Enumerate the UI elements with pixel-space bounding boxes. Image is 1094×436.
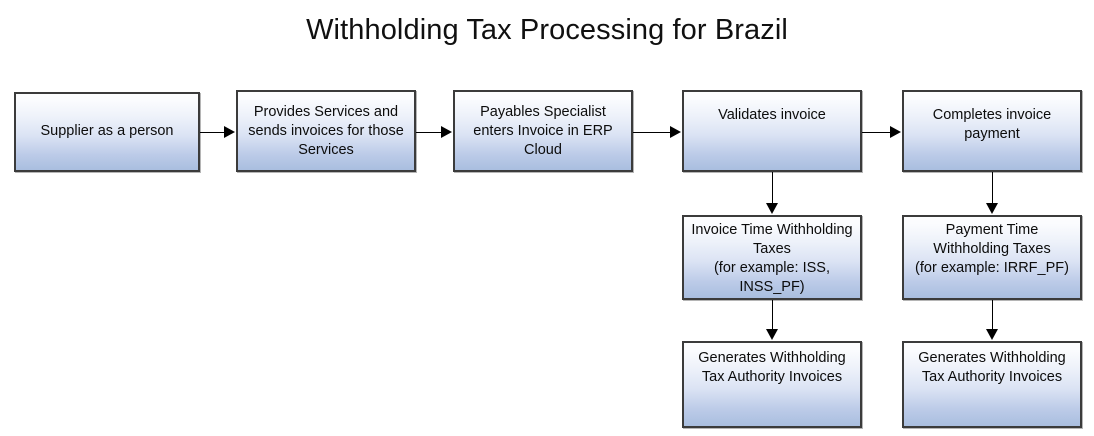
node-generates-wht-authority-invoices-left-label: Generates Withholding Tax Authority Invo… (698, 350, 846, 385)
edge-line (992, 300, 993, 330)
edge-line (862, 132, 891, 133)
edge-line (200, 132, 225, 133)
arrow-right-icon (441, 126, 452, 138)
node-completes-invoice-payment[interactable]: Completes invoice payment (902, 90, 1082, 172)
arrow-down-icon (986, 329, 998, 340)
node-payment-time-withholding-taxes[interactable]: Payment Time Withholding Taxes (for exam… (902, 215, 1082, 300)
node-generates-wht-authority-invoices-right[interactable]: Generates Withholding Tax Authority Invo… (902, 341, 1082, 428)
node-completes-invoice-payment-label: Completes invoice payment (932, 107, 1052, 142)
node-invoice-time-withholding-taxes-label: Invoice Time Withholding Taxes (for exam… (691, 222, 853, 295)
edge-line (992, 172, 993, 204)
arrow-down-icon (766, 329, 778, 340)
node-provides-services[interactable]: Provides Services and sends invoices for… (236, 90, 416, 172)
edge-line (416, 132, 442, 133)
node-payment-time-withholding-taxes-label: Payment Time Withholding Taxes (for exam… (915, 222, 1069, 276)
arrow-down-icon (986, 203, 998, 214)
edge-line (772, 172, 773, 204)
node-payables-specialist[interactable]: Payables Specialist enters Invoice in ER… (453, 90, 633, 172)
node-generates-wht-authority-invoices-left[interactable]: Generates Withholding Tax Authority Invo… (682, 341, 862, 428)
node-generates-wht-authority-invoices-right-label: Generates Withholding Tax Authority Invo… (918, 350, 1066, 385)
node-payables-specialist-label: Payables Specialist enters Invoice in ER… (473, 104, 613, 158)
edge-line (633, 132, 671, 133)
node-supplier-label: Supplier as a person (40, 122, 174, 139)
node-provides-services-label: Provides Services and sends invoices for… (248, 104, 404, 158)
arrow-right-icon (890, 126, 901, 138)
arrow-right-icon (670, 126, 681, 138)
page-title: Withholding Tax Processing for Brazil (306, 14, 788, 46)
node-validates-invoice[interactable]: Validates invoice (682, 90, 862, 172)
node-supplier[interactable]: Supplier as a person (14, 92, 200, 172)
node-validates-invoice-label: Validates invoice (718, 107, 826, 123)
edge-line (772, 300, 773, 330)
arrow-right-icon (224, 126, 235, 138)
node-invoice-time-withholding-taxes[interactable]: Invoice Time Withholding Taxes (for exam… (682, 215, 862, 300)
arrow-down-icon (766, 203, 778, 214)
